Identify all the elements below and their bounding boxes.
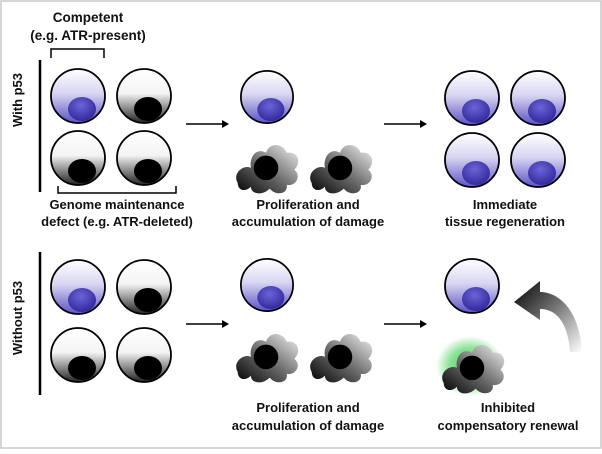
surviving-cell <box>444 258 500 314</box>
row1-stage3-line2: tissue regeneration <box>445 214 565 229</box>
competent-cell <box>50 259 106 315</box>
defect-cell <box>116 259 172 315</box>
row1-stage3-line1: Immediate <box>473 197 537 212</box>
defect-cell <box>116 130 172 186</box>
row2-stage2-line1: Proliferation and <box>256 400 359 415</box>
competent-label-line2: (e.g. ATR-present) <box>30 28 146 43</box>
competent-label-line1: Competent <box>53 10 124 25</box>
competent-cell <box>240 258 294 312</box>
competent-cell <box>240 70 294 124</box>
apoptotic-cell <box>436 336 505 396</box>
defect-label-line1: Genome maintenance <box>49 197 184 212</box>
row2-stage3-line1: Inhibited <box>481 400 535 415</box>
row2-side-label: Without p53 <box>10 281 25 355</box>
regenerated-cell <box>444 70 500 126</box>
row1-stage2-line2: accumulation of damage <box>232 214 384 229</box>
defect-bracket <box>57 186 177 194</box>
defect-cell <box>50 327 106 383</box>
arrow-right-icon <box>186 320 229 328</box>
defect-label-line2: defect (e.g. ATR-deleted) <box>41 214 193 229</box>
row1-stage2-line1: Proliferation and <box>256 197 359 212</box>
regenerated-cell <box>444 132 500 188</box>
arrow-right-icon <box>384 120 427 128</box>
defect-cell <box>116 68 172 124</box>
arrow-right-icon <box>186 120 229 128</box>
row-with-p53: With p53 Competent (e.g. ATR-present) Ge… <box>10 10 566 229</box>
defect-cell <box>116 327 172 383</box>
row1-side-label: With p53 <box>10 73 25 127</box>
competent-cell <box>50 68 106 124</box>
defect-cell <box>50 130 106 186</box>
regenerated-cell <box>510 132 566 188</box>
regenerated-cell <box>510 70 566 126</box>
row2-stage2-line2: accumulation of damage <box>232 418 384 433</box>
row2-stage3-line2: compensatory renewal <box>438 418 579 433</box>
row-without-p53: Without p53 Proliferation and accumulati… <box>10 252 582 433</box>
arrow-right-icon <box>384 320 427 328</box>
curved-arrow-icon <box>514 281 582 352</box>
competent-bracket <box>50 48 105 58</box>
